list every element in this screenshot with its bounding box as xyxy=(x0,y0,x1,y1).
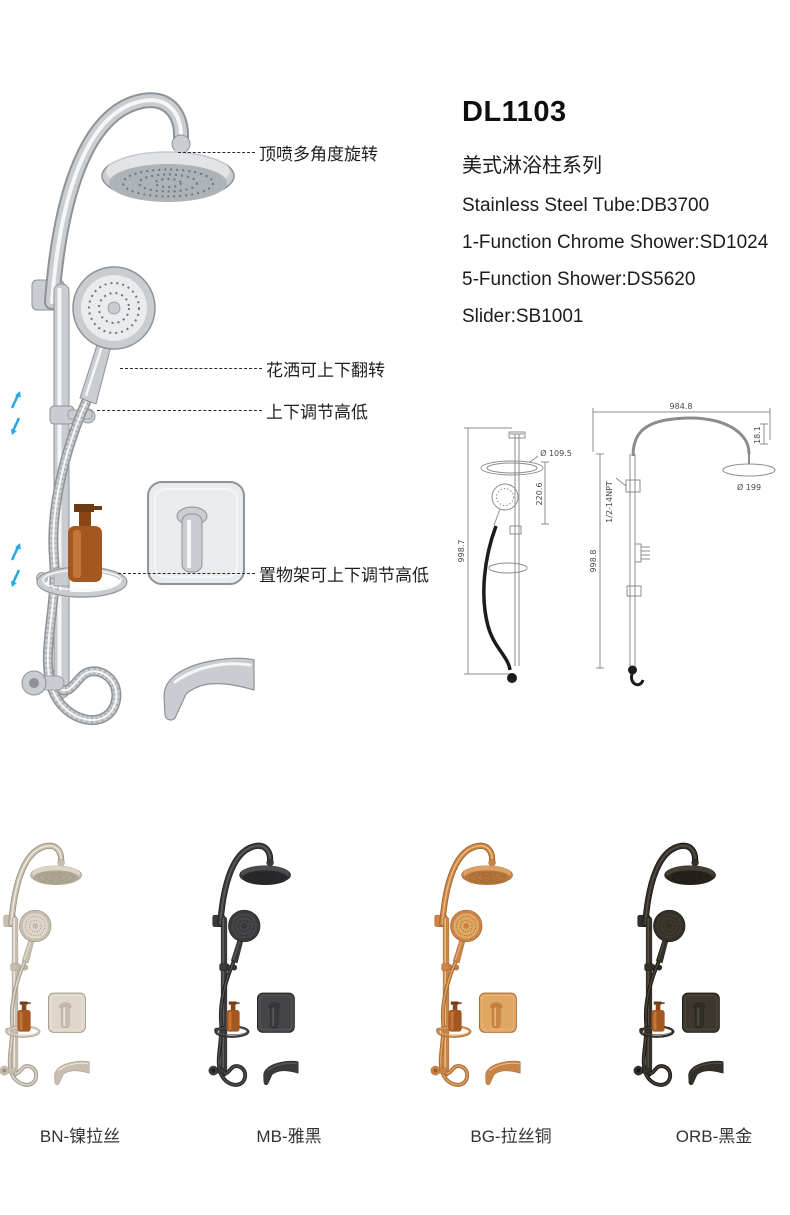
leader-line xyxy=(120,367,262,369)
variant-bn-label: BN-镍拉丝 xyxy=(39,1127,121,1146)
callout-shelf: 置物架可上下调节高低 xyxy=(118,562,429,585)
variant-bn-figure xyxy=(0,838,165,1108)
variant-mb-label: MB-雅黑 xyxy=(256,1127,322,1146)
callout-hand-shower-label: 花洒可上下翻转 xyxy=(266,360,385,380)
callout-top-spray-label: 顶喷多角度旋转 xyxy=(259,144,378,164)
dim-front-height: 998.7 xyxy=(457,540,466,563)
leader-line xyxy=(97,409,262,411)
callout-top-spray: 顶喷多角度旋转 xyxy=(178,141,378,164)
callout-hand-shower: 花洒可上下翻转 xyxy=(120,357,385,380)
spec-line-chrome-shower: 1-Function Chrome Shower:SD1024 xyxy=(462,232,769,253)
tech-front-view xyxy=(464,427,549,683)
spec-line-5function-shower: 5-Function Shower:DS5620 xyxy=(462,269,696,290)
variant-orb-label: ORB-黑金 xyxy=(675,1127,753,1146)
variant-mb-figure xyxy=(204,838,374,1108)
variant-orb-figure xyxy=(629,838,790,1108)
variant-bg: BG-拉丝铜 xyxy=(426,838,596,1147)
tech-dimension-labels: 998.7 Ø 109.5 220.6 984.8 18.1 Ø 199 1/2… xyxy=(457,402,762,572)
callout-slider: 上下调节高低 xyxy=(97,399,368,422)
product-series: 美式淋浴柱系列 xyxy=(462,155,602,177)
product-info: DL1103 美式淋浴柱系列 Stainless Steel Tube:DB37… xyxy=(462,96,790,343)
spec-line-slider: Slider:SB1001 xyxy=(462,306,584,327)
up-down-arrows-icon xyxy=(4,390,28,436)
dim-side-height: 998.8 xyxy=(589,550,598,573)
main-product-figure xyxy=(10,80,450,780)
callout-slider-label: 上下调节高低 xyxy=(266,402,368,422)
up-down-arrows-icon xyxy=(4,542,28,588)
spec-line-tube: Stainless Steel Tube:DB3700 xyxy=(462,195,710,216)
dim-arm-reach: 984.8 xyxy=(670,402,693,411)
variant-bg-label: BG-拉丝铜 xyxy=(470,1127,552,1146)
variant-bn: BN-镍拉丝 xyxy=(0,838,165,1147)
technical-drawings: 998.7 Ø 109.5 220.6 984.8 18.1 Ø 199 1/2… xyxy=(457,402,776,687)
leader-line xyxy=(118,572,255,574)
callout-shelf-label: 置物架可上下调节高低 xyxy=(259,565,429,585)
tech-side-view xyxy=(592,408,776,687)
product-model: DL1103 xyxy=(462,96,567,128)
dim-front-head-diameter: Ø 109.5 xyxy=(540,448,572,458)
dim-hand-shower-offset: 220.6 xyxy=(535,483,544,506)
variant-bg-figure xyxy=(426,838,596,1108)
variant-orb: ORB-黑金 xyxy=(629,838,790,1147)
leader-line xyxy=(178,151,255,153)
dim-thread-spec: 1/2-14NPT xyxy=(605,481,614,523)
variant-mb: MB-雅黑 xyxy=(204,838,374,1147)
dim-head-drop: 18.1 xyxy=(753,426,762,444)
dim-side-head-diameter: Ø 199 xyxy=(737,482,761,492)
